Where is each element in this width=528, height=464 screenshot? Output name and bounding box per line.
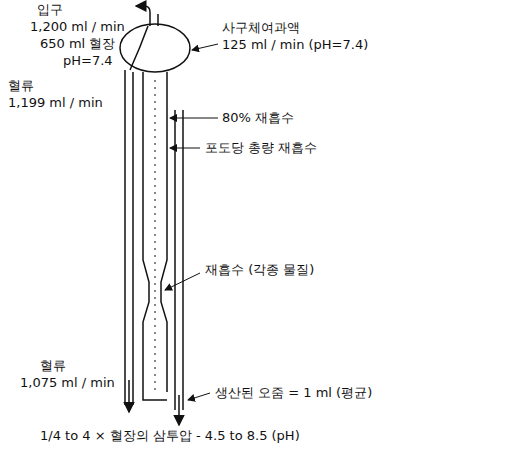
annotation-label: 1/4 to 4 × 혈장의 삼투압 - 4.5 to 8.5 (pH) [40,428,300,444]
annotation-label: 125 ml / min (pH=7.4) [222,37,368,53]
annotation-label: 1,200 ml / min [30,19,125,35]
annotation-label: 650 ml 혈장 [40,36,115,52]
annotation-label: pH=7.4 [63,53,113,69]
annotation-label: 생산된 오줌 = 1 ml (평균) [215,385,372,401]
annotation-label: 입구 [37,2,63,18]
annotation-label: 포도당 총량 재흡수 [205,140,317,156]
annotation-label: 80% 재흡수 [222,110,294,126]
annotation-label: 혈류 [8,78,34,94]
annotation-label: 사구체여과액 [222,20,300,36]
annotation-label: 혈류 [40,358,66,374]
annotation-label: 1,075 ml / min [20,375,115,391]
annotation-label: 재흡수 (각종 물질) [205,262,314,278]
annotation-label: 1,199 ml / min [8,95,103,111]
